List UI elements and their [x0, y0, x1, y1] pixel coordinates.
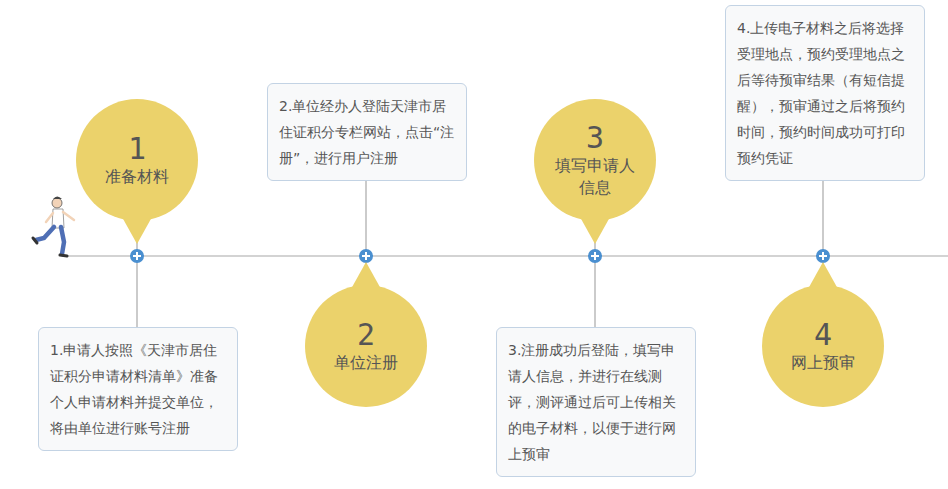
step-title: 填写申请人信息	[552, 155, 638, 199]
step-number: 3	[586, 121, 604, 155]
circle-fill	[534, 99, 656, 221]
step-description: 4.上传电子材料之后将选择受理地点，预约受理地点之后等待预审结果（有短信提醒），…	[737, 15, 915, 171]
timeline	[62, 255, 948, 256]
step-circle: 4网上预审	[762, 285, 884, 407]
plus-marker	[130, 249, 144, 263]
circle-fill	[76, 99, 198, 221]
step-description: 2.单位经办人登陆天津市居住证积分专栏网站，点击“注册”，进行用户注册	[279, 93, 457, 171]
pointer-tip	[808, 262, 838, 289]
step-circle: 3填写申请人信息	[534, 99, 656, 221]
step-circle: 1准备材料	[76, 99, 198, 221]
pointer-tip	[351, 262, 381, 289]
step-number: 4	[814, 318, 832, 352]
plus-marker	[816, 249, 830, 263]
step-description: 3.注册成功后登陆，填写申请人信息，并进行在线测评，测评通过后可上传相关的电子材…	[508, 337, 686, 467]
step-description: 1.申请人按照《天津市居住证积分申请材料清单》准备个人申请材料并提交单位，将由单…	[50, 337, 228, 441]
plus-marker	[588, 249, 602, 263]
step-circle: 2单位注册	[305, 285, 427, 407]
step-title: 准备材料	[105, 166, 169, 188]
step-note-box: 3.注册成功后登陆，填写申请人信息，并进行在线测评，测评通过后可上传相关的电子材…	[496, 327, 696, 477]
plus-marker	[359, 249, 373, 263]
step-title: 网上预审	[791, 352, 855, 374]
step-note-box: 1.申请人按照《天津市居住证积分申请材料清单》准备个人申请材料并提交单位，将由单…	[38, 327, 238, 451]
step-number: 1	[128, 132, 146, 166]
pointer-tip	[580, 217, 610, 244]
circle-fill	[305, 285, 427, 407]
circle-fill	[762, 285, 884, 407]
step-number: 2	[357, 318, 375, 352]
step-title: 单位注册	[334, 352, 398, 374]
step-note-box: 2.单位经办人登陆天津市居住证积分专栏网站，点击“注册”，进行用户注册	[267, 83, 467, 181]
runner-figure	[33, 197, 74, 257]
pointer-tip	[122, 217, 152, 244]
step-note-box: 4.上传电子材料之后将选择受理地点，预约受理地点之后等待预审结果（有短信提醒），…	[725, 5, 925, 181]
